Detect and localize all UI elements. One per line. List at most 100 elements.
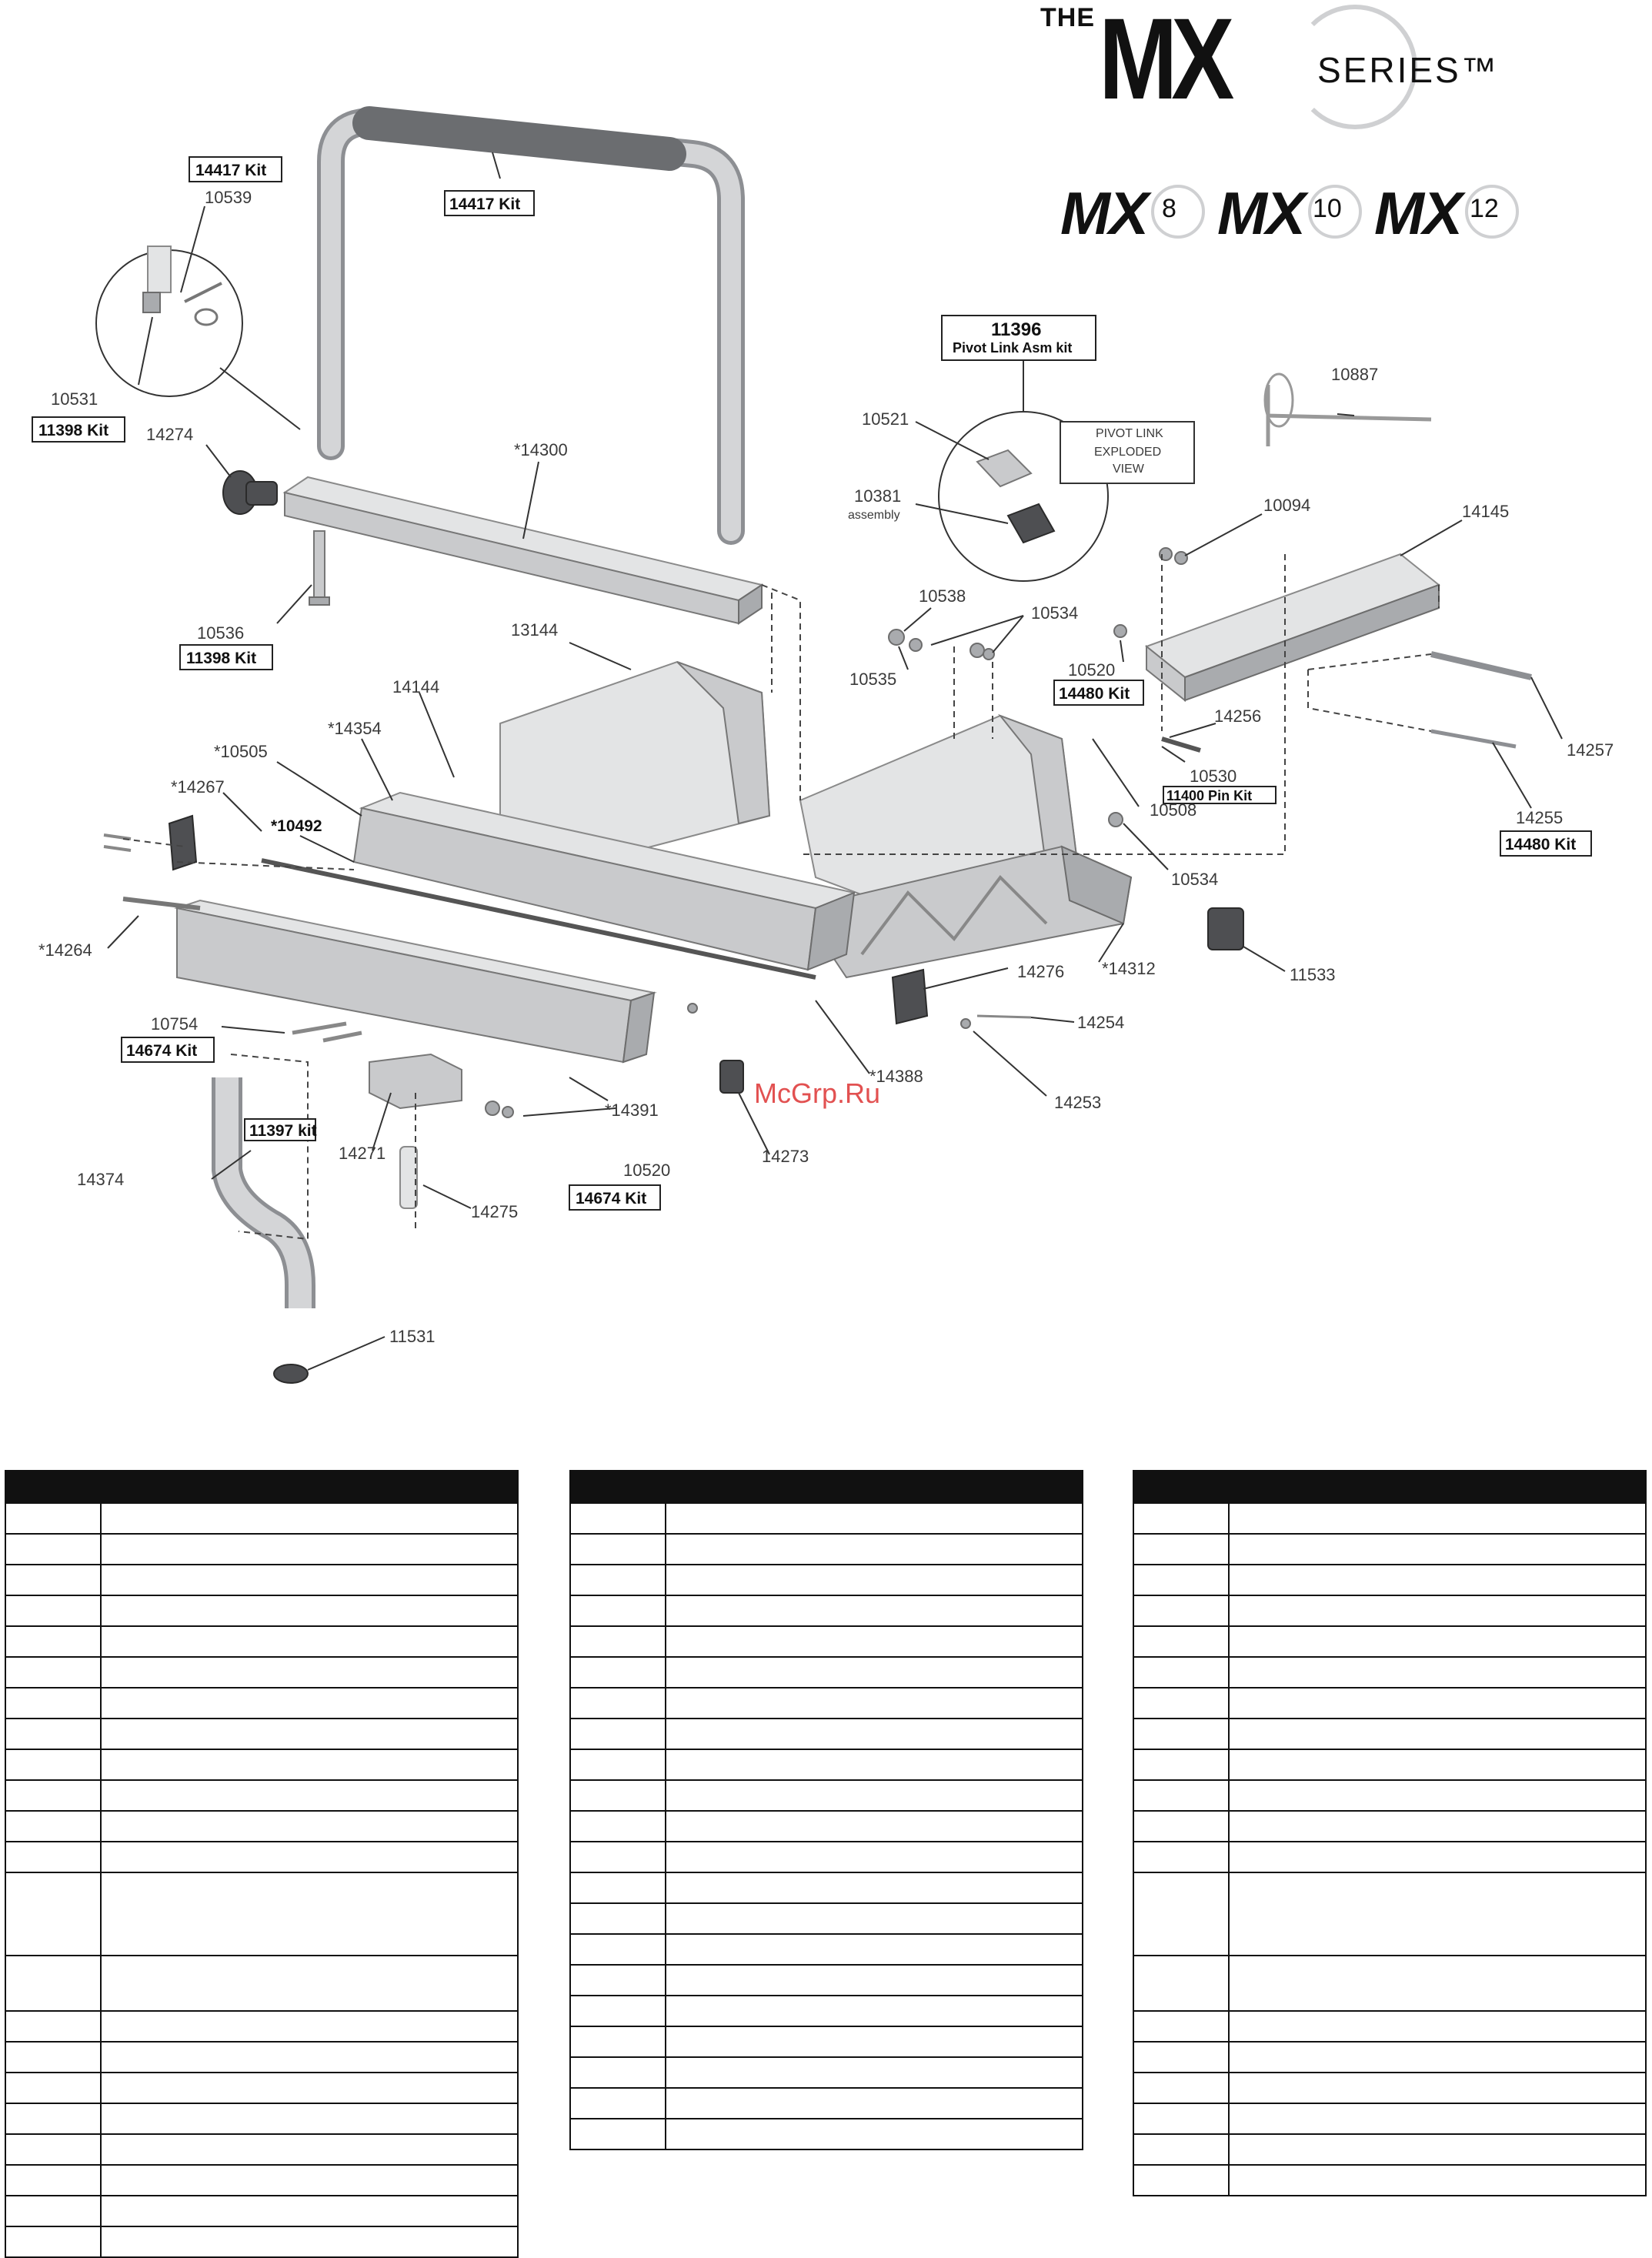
description-cell <box>665 1872 1083 1904</box>
part-number-cell <box>5 2041 102 2073</box>
table-row <box>1133 2072 1647 2104</box>
table-row <box>569 2056 1083 2089</box>
part-number-cell <box>1133 2072 1230 2104</box>
label-pivot-view-3: VIEW <box>1113 463 1145 476</box>
part-number-cell <box>569 1810 666 1842</box>
table-row <box>5 2226 519 2258</box>
label-14144: 14144 <box>392 677 439 696</box>
label-14273: 14273 <box>762 1147 809 1166</box>
label-kit-11400: 11400 Pin Kit <box>1166 788 1252 803</box>
table-row <box>5 1533 519 1565</box>
label-pivot-view-2: EXPLODED <box>1094 446 1161 459</box>
table-row <box>569 2118 1083 2150</box>
table-row <box>569 1872 1083 1904</box>
end-cap-11533 <box>1207 907 1244 950</box>
front-rail <box>122 897 657 1064</box>
hardware-fasteners <box>103 547 1201 1118</box>
part-number-cell <box>569 1779 666 1812</box>
table-row <box>569 1502 1083 1535</box>
part-number-cell <box>569 1902 666 1935</box>
table-row <box>1133 2041 1647 2073</box>
table-row <box>5 1502 519 1535</box>
label-10534-b: 10534 <box>1171 870 1218 889</box>
label-kit-11398-b: 11398 Kit <box>186 650 256 667</box>
part-number-cell <box>5 2164 102 2196</box>
label-14271: 14271 <box>339 1144 385 1163</box>
table-row <box>5 2195 519 2227</box>
description-cell <box>100 2103 519 2135</box>
table-row <box>5 2103 519 2135</box>
table-row <box>5 1779 519 1812</box>
description-cell <box>665 1749 1083 1781</box>
table-row <box>1133 1533 1647 1565</box>
part-number-cell <box>1133 1595 1230 1627</box>
part-number-cell <box>5 2103 102 2135</box>
pin-14275 <box>399 1146 418 1209</box>
description-cell <box>665 1718 1083 1750</box>
back-rail-14145 <box>1144 553 1441 703</box>
description-cell <box>665 1902 1083 1935</box>
table-header <box>1133 1470 1647 1504</box>
label-14391: *14391 <box>605 1101 659 1120</box>
part-number-cell <box>1133 1841 1230 1873</box>
part-number-cell <box>1133 1687 1230 1719</box>
description-cell <box>100 2133 519 2166</box>
description-cell <box>100 1687 519 1719</box>
table-row <box>5 1841 519 1873</box>
table-row <box>569 1779 1083 1812</box>
label-14275: 14275 <box>471 1202 518 1221</box>
description-cell <box>665 2087 1083 2119</box>
knob-14274 <box>222 470 278 515</box>
label-14255: 14255 <box>1516 808 1563 827</box>
description-cell <box>100 2195 519 2227</box>
description-cell <box>1228 2010 1647 2043</box>
description-cell <box>1228 1687 1647 1719</box>
upper-rail <box>282 476 764 625</box>
assembly-guides <box>122 554 1440 1241</box>
parts-table-3 <box>1133 1470 1647 2196</box>
table-row <box>1133 1810 1647 1842</box>
description-cell <box>1228 1955 1647 2012</box>
part-number-cell <box>569 1533 666 1565</box>
label-11531: 11531 <box>389 1327 436 1346</box>
table-row <box>569 1810 1083 1842</box>
table-row <box>5 1749 519 1781</box>
model-mx12-size: 12 <box>1470 194 1499 223</box>
brand-the: THE <box>1040 3 1095 32</box>
description-cell <box>100 1656 519 1688</box>
part-number-cell <box>569 1595 666 1627</box>
end-cap-14273 <box>719 1060 744 1094</box>
label-10539: 10539 <box>205 188 252 207</box>
label-10535: 10535 <box>849 670 896 689</box>
label-14274: 14274 <box>146 425 193 444</box>
part-number-cell <box>1133 1656 1230 1688</box>
label-14374: 14374 <box>77 1170 124 1189</box>
label-10538: 10538 <box>919 586 966 606</box>
hex-key-10887 <box>1263 372 1432 446</box>
label-10534-a: 10534 <box>1031 603 1078 623</box>
part-number-cell <box>5 1779 102 1812</box>
part-number-cell <box>1133 1718 1230 1750</box>
table-row <box>5 1656 519 1688</box>
description-cell <box>100 1502 519 1535</box>
table-row <box>1133 1687 1647 1719</box>
table-row <box>5 1955 519 2012</box>
table-row <box>5 1872 519 1956</box>
part-number-cell <box>569 1749 666 1781</box>
rod-14257 <box>1430 651 1532 680</box>
part-number-cell <box>5 2226 102 2258</box>
table-row <box>1133 2103 1647 2135</box>
part-number-cell <box>569 1625 666 1658</box>
pivot-view-box <box>1060 421 1195 484</box>
label-kit-14480-a: 14480 Kit <box>1059 685 1130 703</box>
label-kit-14674-b: 14674 Kit <box>576 1190 646 1207</box>
label-14354: *14354 <box>328 719 382 738</box>
part-number-cell <box>569 1718 666 1750</box>
part-number-cell <box>569 1933 666 1966</box>
description-cell <box>100 1955 519 2012</box>
part-number-cell <box>5 1687 102 1719</box>
table-row <box>1133 1955 1647 2012</box>
description-cell <box>100 1749 519 1781</box>
label-13144: 13144 <box>511 620 558 640</box>
label-kit-11398-a: 11398 Kit <box>38 422 108 439</box>
